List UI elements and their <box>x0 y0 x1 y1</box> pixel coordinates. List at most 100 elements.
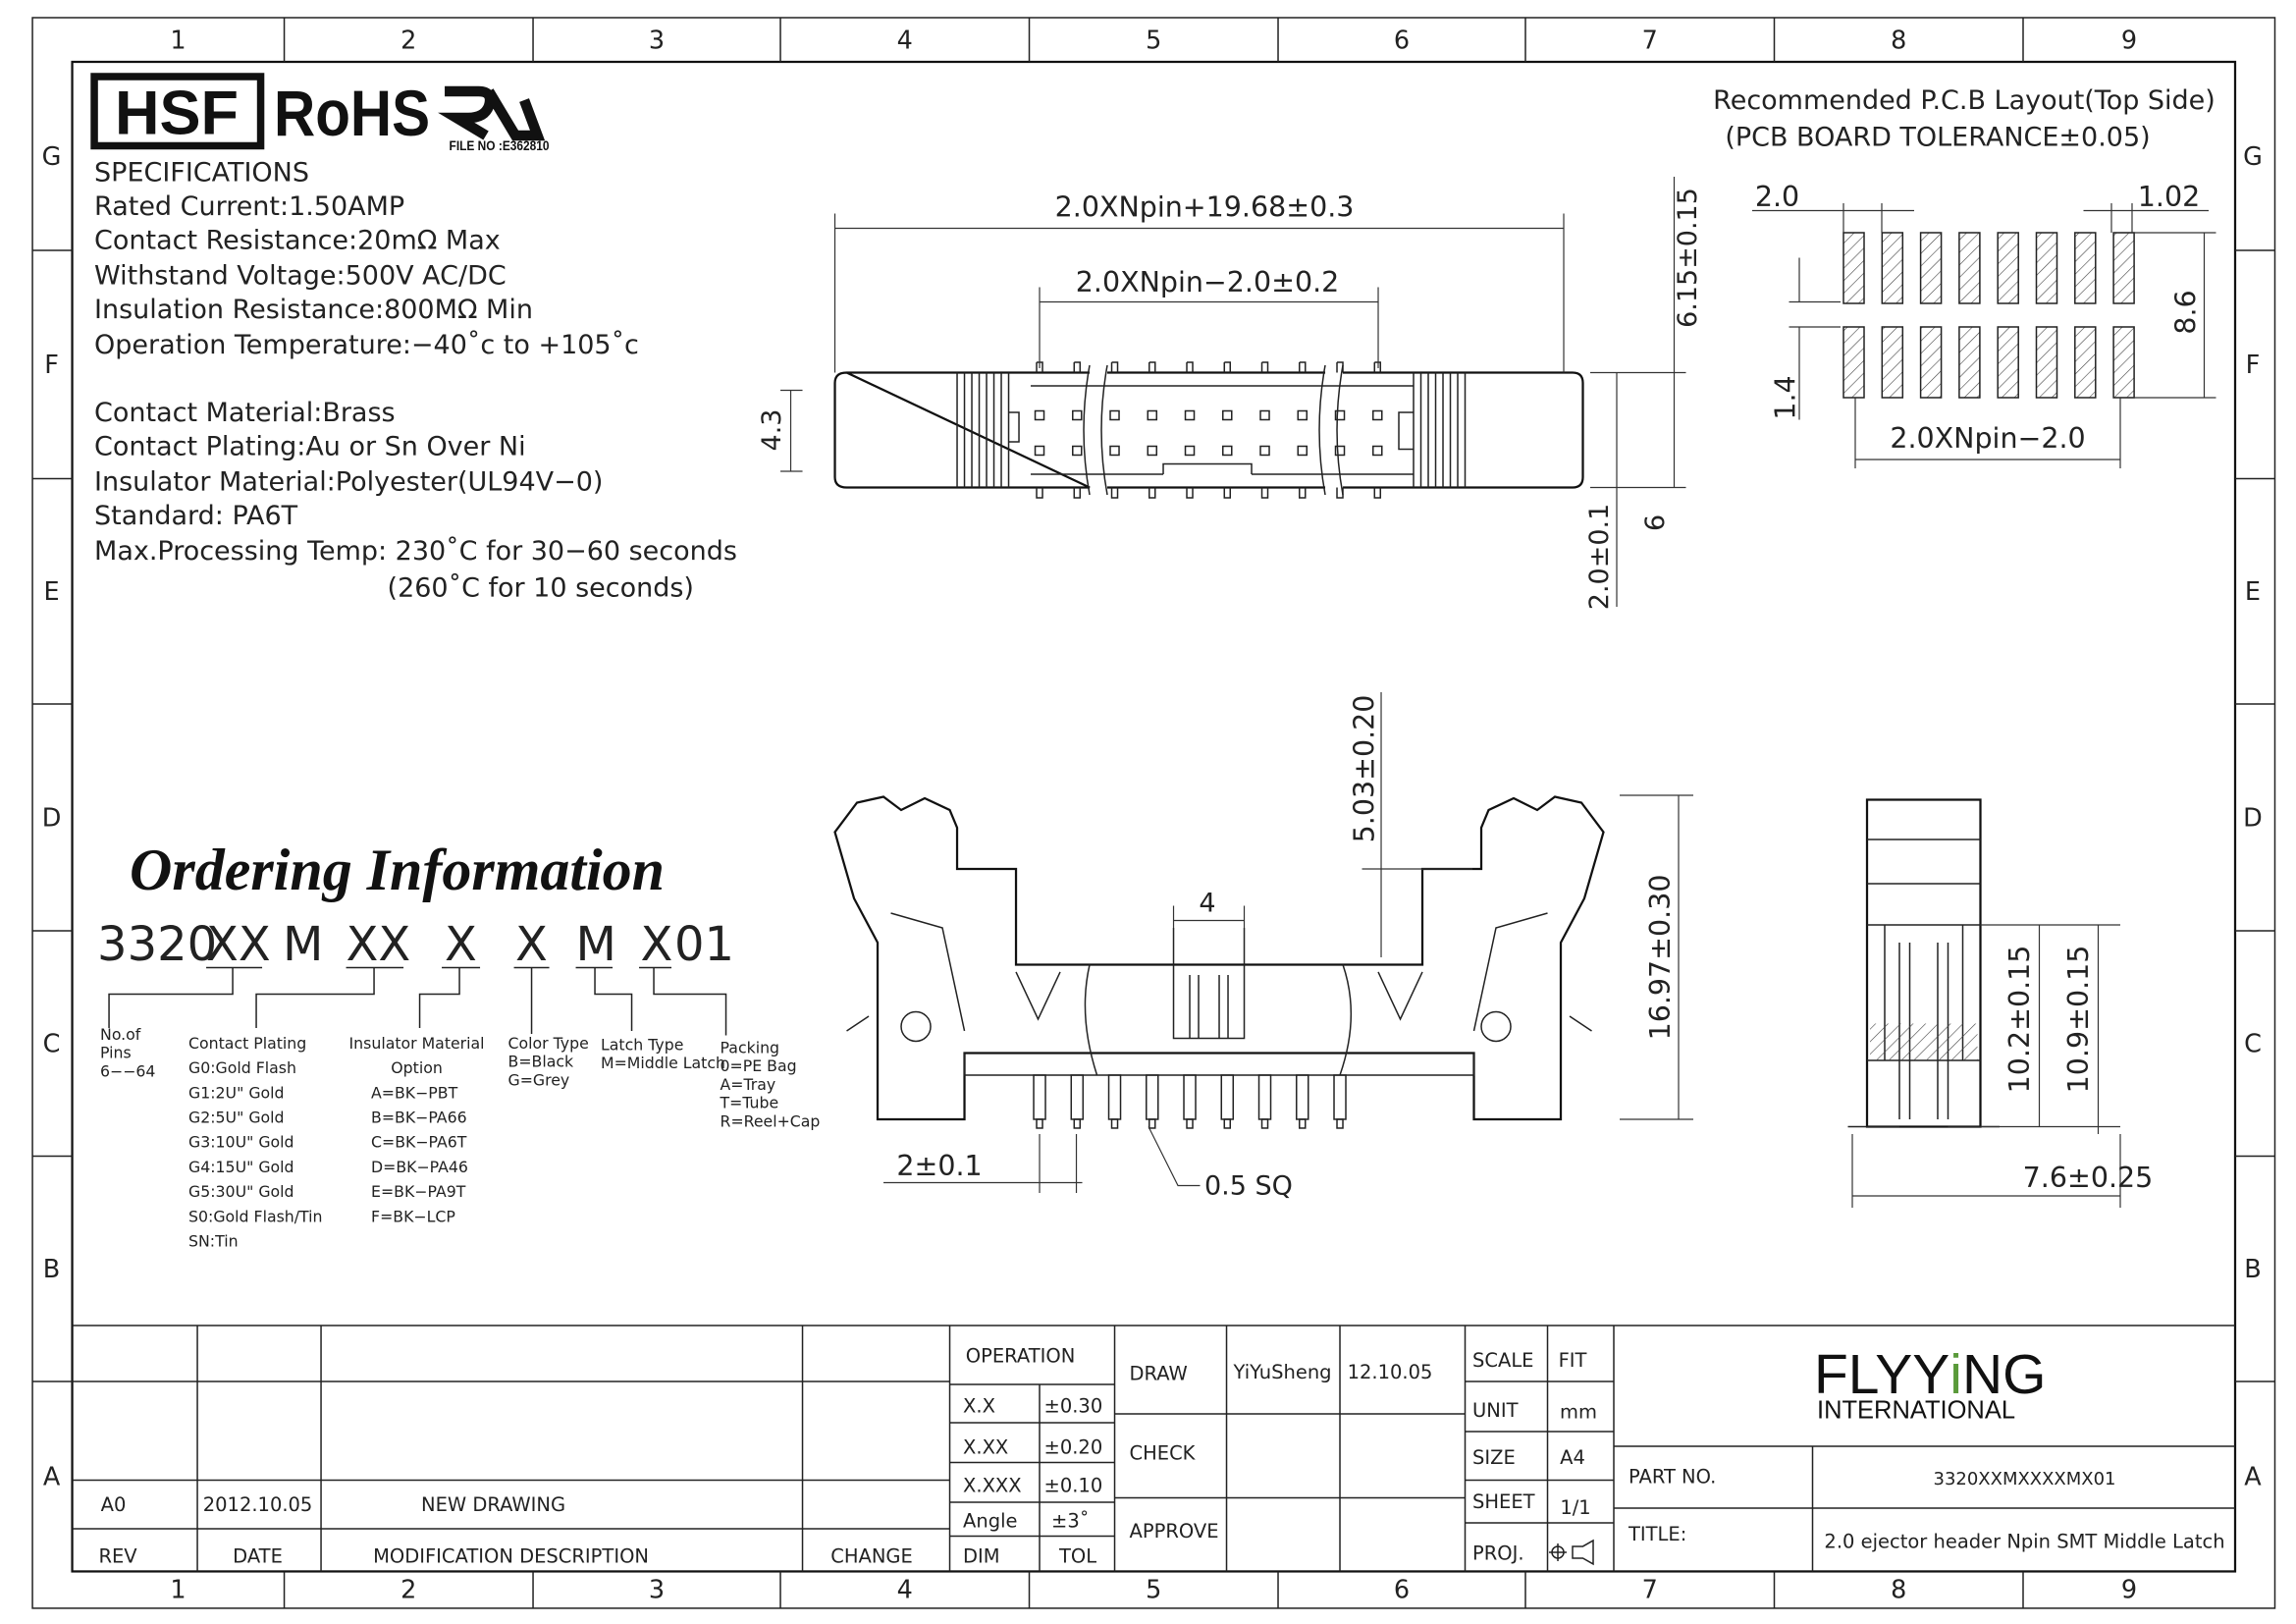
front-pin-tail <box>1186 1118 1194 1129</box>
op-tol: ±0.10 <box>1044 1474 1103 1496</box>
rohs-logo: RoHS <box>274 77 430 149</box>
material-line: Insulator Material:Polyester(UL94V−0) <box>94 466 603 497</box>
date-value: 2012.10.05 <box>203 1493 313 1516</box>
top-pin <box>1334 409 1346 421</box>
part-no-label: PART NO. <box>1629 1465 1716 1488</box>
title-label: TITLE: <box>1628 1523 1686 1545</box>
grid-row-label: C <box>2244 1030 2262 1059</box>
ordering-option-line: G2:5U" Gold <box>188 1109 284 1127</box>
date-header: DATE <box>233 1544 283 1567</box>
top-pin-lead <box>1336 361 1344 499</box>
grid-row-label: G <box>42 142 62 172</box>
pcb-pad <box>1919 232 1943 304</box>
ordering-option-line: G4:15U" Gold <box>188 1158 294 1176</box>
grid-column-label: 6 <box>1394 26 1410 55</box>
code-color: X <box>515 917 548 972</box>
unit-value: mm <box>1560 1400 1597 1423</box>
rev-value: A0 <box>101 1493 127 1516</box>
side-dimension-lines <box>1851 924 2121 1208</box>
ordering-option-line: Color Type <box>508 1034 589 1053</box>
pcb-layout-subtitle: (PCB BOARD TOLERANCE±0.05) <box>1725 122 2150 152</box>
connector-break-lines <box>1083 364 1344 496</box>
ordering-information: Ordering Information 3320 XX M XX X X M … <box>97 838 820 1251</box>
grid-column-label: 4 <box>897 26 913 55</box>
dim-pad-gap: 1.4 <box>1770 375 1802 419</box>
grid-row-label: D <box>42 803 62 833</box>
specifications: SPECIFICATIONS Rated Current:1.50AMP Con… <box>94 157 737 603</box>
top-pin <box>1034 409 1045 421</box>
dim-side-b: 10.9±0.15 <box>2062 946 2095 1094</box>
ordering-option-line: B=BK−PA66 <box>371 1109 467 1127</box>
spec-line: Operation Temperature:−40˚c to +105˚c <box>94 330 639 360</box>
front-pin <box>1033 1074 1046 1120</box>
grid-row-label: F <box>2246 351 2261 380</box>
op-tol: ±3˚ <box>1051 1509 1089 1532</box>
front-pin <box>1220 1074 1235 1120</box>
sheet-label: SHEET <box>1472 1490 1535 1513</box>
front-pin <box>1296 1074 1309 1120</box>
op-dim: Angle <box>963 1509 1017 1532</box>
top-pin <box>1334 445 1346 457</box>
ordering-option-line: B=Black <box>508 1053 574 1071</box>
front-pin <box>1146 1074 1159 1120</box>
top-pin-lead <box>1148 361 1156 499</box>
top-pin-lead <box>1260 361 1269 499</box>
dim-key-width: 4 <box>1199 888 1215 918</box>
front-pin-tail <box>1110 1118 1119 1129</box>
drawer-name: YiYuSheng <box>1232 1361 1331 1383</box>
sheet-value: 1/1 <box>1560 1496 1590 1519</box>
top-pin <box>1109 409 1120 421</box>
op-dim: X.XXX <box>963 1474 1022 1496</box>
top-pin <box>1147 409 1158 421</box>
grid-column-label: 3 <box>649 1575 665 1604</box>
front-pin-tail <box>1073 1118 1082 1129</box>
pcb-pad <box>1997 326 2019 399</box>
top-pin <box>1372 445 1383 457</box>
code-m1: M <box>283 917 323 972</box>
ordering-option-line: A=Tray <box>721 1075 776 1094</box>
pcb-dimension-lines <box>1752 202 2216 468</box>
ordering-option-line: 6−−64 <box>100 1061 155 1080</box>
dim-pad-total: 2.0XNpin−2.0 <box>1890 422 2085 455</box>
grid-column-label: 8 <box>1891 1575 1906 1604</box>
top-pin-lead <box>1223 361 1232 499</box>
end-ribs <box>956 372 1467 488</box>
grid-column-label: 4 <box>897 1575 913 1604</box>
material-line: Contact Material:Brass <box>94 398 396 428</box>
pcb-pad <box>2074 326 2097 399</box>
top-pin <box>1034 445 1045 457</box>
top-pin-lead <box>1073 361 1082 499</box>
grid-column-label: 1 <box>170 26 186 55</box>
ordering-option-line: R=Reel+Cap <box>721 1111 821 1130</box>
pcb-layout-title: Recommended P.C.B Layout(Top Side) <box>1713 85 2216 116</box>
pcb-pad <box>2035 326 2058 399</box>
code-plating: XX <box>347 917 411 972</box>
ordering-option-line: G=Grey <box>508 1070 570 1089</box>
material-line: Max.Processing Temp: 230˚C for 30−60 sec… <box>94 536 737 567</box>
company-name-b: NG <box>1962 1343 2046 1406</box>
ordering-option-line: Contact Plating <box>188 1034 306 1053</box>
pcb-pad <box>2112 326 2135 399</box>
grid-column-label: 5 <box>1146 1575 1161 1604</box>
grid-row-label: B <box>43 1255 60 1284</box>
code-packing: X <box>641 917 673 972</box>
front-pin <box>1107 1074 1122 1120</box>
part-code: 3320 XX M XX X X M X 01 <box>97 917 734 972</box>
part-number: 3320XXMXXXXMX01 <box>1934 1469 2116 1489</box>
dim-pin-size: 0.5 SQ <box>1204 1170 1293 1201</box>
grid-column-label: 9 <box>2121 26 2137 55</box>
ordering-option-line: G3:10U" Gold <box>188 1133 294 1152</box>
top-pin <box>1184 409 1196 421</box>
spec-line: Withstand Voltage:500V AC/DC <box>94 260 507 291</box>
dim-body-height: 4.3 <box>757 409 787 452</box>
op-dim: X.X <box>963 1394 995 1417</box>
size-value: A4 <box>1560 1446 1585 1469</box>
connector-body-outline <box>833 371 1584 489</box>
grid-ticks <box>32 17 2275 1608</box>
grid-row-label: F <box>44 351 59 380</box>
pcb-pad <box>1958 232 1981 304</box>
check-label: CHECK <box>1130 1441 1197 1464</box>
front-housing-outline <box>833 795 1605 1121</box>
dim-offset: 2.0±0.1 <box>1584 504 1615 610</box>
pcb-layout: Recommended P.C.B Layout(Top Side) (PCB … <box>1713 85 2216 468</box>
